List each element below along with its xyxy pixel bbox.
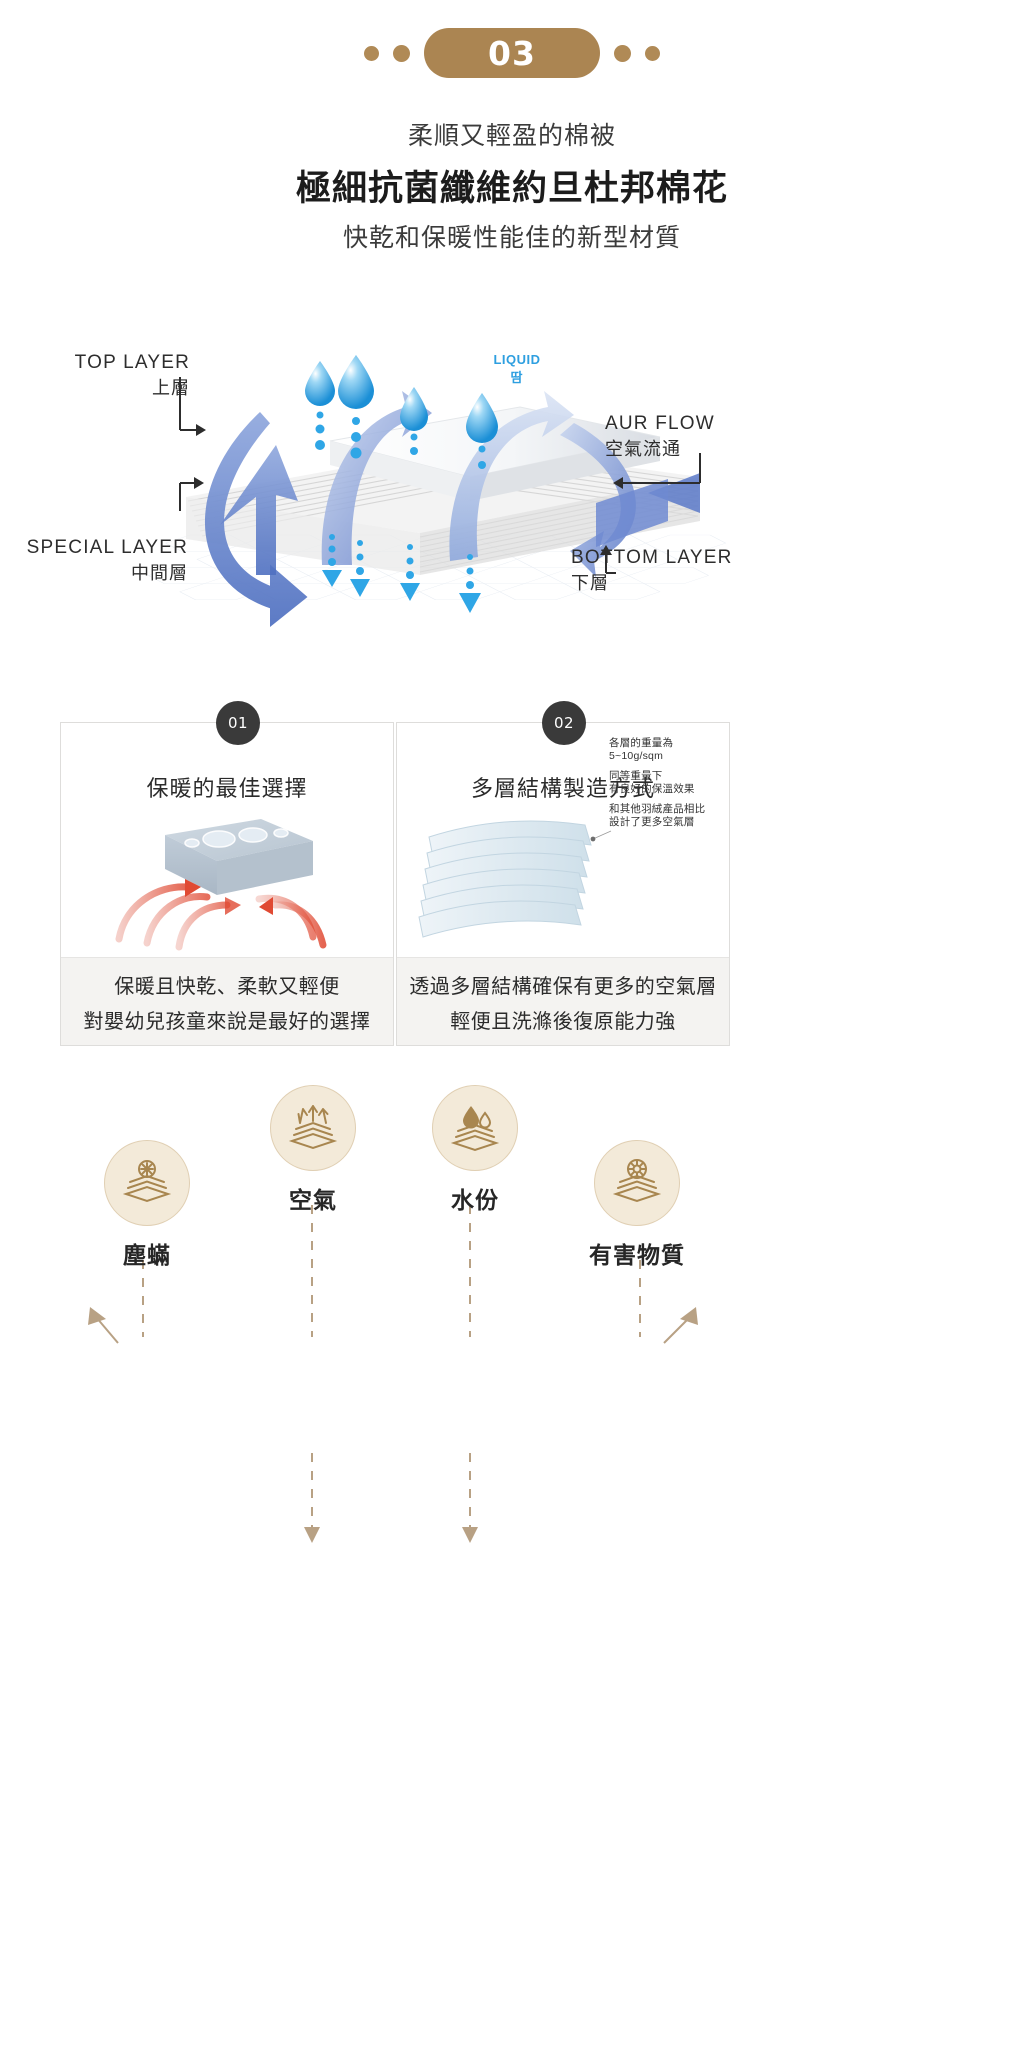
feature-label: 空氣	[289, 1187, 337, 1213]
feature-dust-mite: 塵蟎	[104, 1140, 190, 1268]
card-illustration-multilayer	[397, 809, 729, 959]
water-drop-icon	[432, 1085, 518, 1171]
stacked-sheets	[418, 820, 592, 938]
label-text-cn: 上層	[152, 378, 190, 398]
card-footer: 保暖且快乾、柔軟又輕便 對嬰幼兒孩童來說是最好的選擇	[61, 957, 393, 1045]
label-text-en: LIQUID	[493, 352, 541, 367]
header-title: 極細抗菌纖維約旦杜邦棉花	[295, 169, 728, 208]
card-number-badge: 02	[542, 701, 586, 745]
annotation-item: 各層的重量為 5~10g/sqm	[609, 737, 729, 763]
card-title: 保暖的最佳選擇	[146, 776, 308, 801]
annotation-line-2: 5~10g/sqm	[609, 750, 664, 762]
label-text-en: SPECIAL LAYER	[26, 537, 188, 558]
annotation-line-1: 和其他羽絨產品相比	[609, 803, 706, 815]
annotation-line-2: 設計了更多空氣層	[609, 816, 695, 828]
label-text-en: BOTTOM LAYER	[571, 547, 733, 568]
decorative-dot-icon	[393, 44, 410, 62]
diagram-label-bottom-layer: BOTTOM LAYER 下層	[571, 547, 761, 595]
diagram-label-special-layer: SPECIAL LAYER 中間層	[8, 537, 188, 585]
card-number-badge: 01	[216, 701, 260, 745]
card-footer-line-1: 保暖且快乾、柔軟又輕便	[114, 975, 340, 998]
diagram-label-top-layer: TOP LAYER 上層	[52, 352, 190, 400]
decorative-dot-icon	[645, 45, 660, 61]
layer-structure-diagram: TOP LAYER 上層 SPECIAL LAYER 中間層 LIQUID 땀 …	[0, 325, 1024, 670]
feature-moisture: 水份	[432, 1085, 518, 1213]
pillow-feature-section: 塵蟎 空氣	[0, 1075, 1024, 1635]
label-text-en: TOP LAYER	[74, 352, 190, 373]
label-leader-lines	[179, 377, 701, 574]
label-text-cn: 空氣流通	[605, 439, 681, 459]
label-text-cn: 下層	[571, 573, 609, 593]
annotation-line-1: 各層的重量為	[609, 737, 674, 749]
dust-mite-icon	[104, 1140, 190, 1226]
feature-cards-section: 01 保暖的最佳選擇	[0, 700, 1024, 1060]
moisture-escape-arrows	[322, 534, 481, 613]
annotation-item: 同等重量下 有良好的保溫效果	[609, 770, 729, 796]
card-footer-line-2: 輕便且洗滌後復原能力強	[450, 1010, 676, 1033]
header-subtitle-bottom: 快乾和保暖性能佳的新型材質	[342, 224, 681, 252]
card-illustration-warmth	[61, 809, 393, 959]
diagram-label-air-flow: AUR FLOW 空氣流通	[605, 413, 775, 461]
annotation-line-1: 同等重量下	[609, 770, 663, 782]
feature-label: 塵蟎	[123, 1242, 171, 1268]
header-subtitle-top: 柔順又輕盈的棉被	[407, 122, 616, 150]
label-text-cn: 땀	[510, 370, 524, 385]
section-badge-row: 03	[0, 28, 1024, 78]
card-title: 多層結構製造方式	[470, 776, 655, 801]
label-text-cn: 中間層	[131, 563, 188, 583]
feature-card-02: 02 多層結構製造方式	[396, 701, 730, 1046]
feature-label: 有害物質	[589, 1242, 685, 1268]
annotation-line-2: 有良好的保溫效果	[609, 783, 695, 795]
feature-air: 空氣	[270, 1085, 356, 1213]
annotation-item: 和其他羽絨產品相比 設計了更多空氣層	[609, 803, 729, 829]
feature-card-01: 01 保暖的最佳選擇	[60, 701, 394, 1046]
card-footer-line-2: 對嬰幼兒孩童來說是最好的選擇	[83, 1010, 371, 1033]
section-number-badge: 03	[424, 28, 600, 78]
air-flow-arrows	[204, 391, 700, 627]
diagram-illustration	[147, 355, 727, 627]
air-flow-icon	[270, 1085, 356, 1171]
feature-label: 水份	[451, 1187, 499, 1213]
feature-harmful-substance: 有害物質	[589, 1140, 684, 1268]
harmful-substance-icon	[594, 1140, 680, 1226]
label-text-en: AUR FLOW	[605, 413, 715, 434]
decorative-dot-icon	[614, 44, 631, 62]
decorative-dot-icon	[364, 45, 379, 61]
card-footer-line-1: 透過多層結構確保有更多的空氣層	[409, 975, 717, 998]
card-footer: 透過多層結構確保有更多的空氣層 輕便且洗滌後復原能力強	[397, 957, 729, 1045]
liquid-droplets	[305, 355, 498, 469]
card-02-annotations: 各層的重量為 5~10g/sqm 同等重量下 有良好的保溫效果 和其他羽絨產品相…	[609, 737, 729, 836]
diagram-label-liquid: LIQUID 땀	[487, 352, 547, 386]
